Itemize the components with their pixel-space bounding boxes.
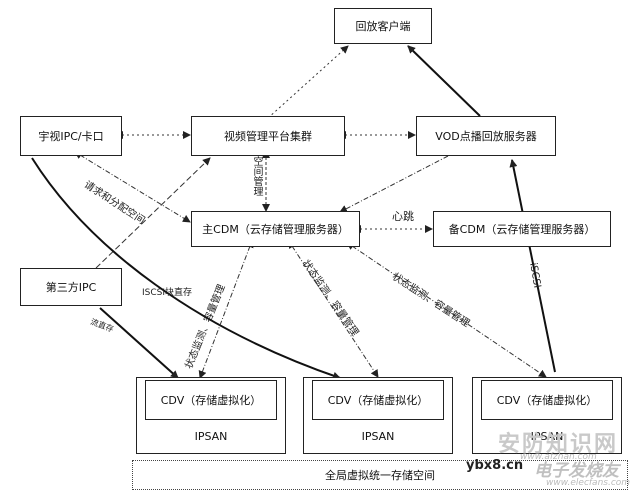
watermark-ybx: ybx8.cn: [466, 458, 524, 473]
cdv-label-3: CDV（存储虚拟化）: [496, 394, 598, 407]
watermark-site-cn: 安防知识网: [498, 432, 619, 457]
edge-third-cdv1: [99, 307, 179, 379]
ipsan-group-1: CDV（存储虚拟化） IPSAN: [136, 377, 286, 454]
watermark-elecfans-url: www.elecfans.com: [546, 478, 631, 488]
backup-cdm-label: 备CDM（云存储管理服务器）: [448, 223, 596, 236]
edge-cluster-client: [267, 45, 349, 119]
edge-cdm-cdv1: [198, 239, 254, 379]
cdv-label-1: CDV（存储虚拟化）: [160, 394, 262, 407]
cdv-box-1: CDV（存储虚拟化）: [145, 380, 277, 420]
watermark-elecfans: 电子发烧友: [534, 461, 619, 481]
global-storage-space: 全局虚拟统一存储空间: [132, 460, 628, 490]
edge-vod-cdm: [339, 155, 449, 213]
vod-server-node: VOD点播回放服务器: [416, 116, 556, 156]
edge-vod-client: [407, 45, 481, 117]
third-party-ipc-label: 第三方IPC: [45, 281, 97, 294]
playback-client-node: 回放客户端: [334, 8, 432, 44]
main-cdm-label: 主CDM（云存储管理服务器）: [202, 223, 349, 236]
edge-ipc-cdm: [74, 151, 191, 223]
global-storage-label: 全局虚拟统一存储空间: [325, 469, 435, 482]
vod-server-label: VOD点播回放服务器: [435, 130, 537, 143]
video-mgmt-cluster-node: 视频管理平台集群: [191, 116, 345, 156]
edge-cdm-cdv3: [346, 242, 547, 378]
ipc-card-label: 宇视IPC/卡口: [38, 130, 104, 143]
ipsan-label-1: IPSAN: [194, 430, 228, 443]
backup-cdm-node: 备CDM（云存储管理服务器）: [433, 211, 611, 247]
ipsan-label-2: IPSAN: [361, 430, 395, 443]
ipsan-label-3: IPSAN: [530, 430, 564, 443]
ipsan-group-3: CDV（存储虚拟化） IPSAN: [472, 377, 622, 454]
cdv-box-2: CDV（存储虚拟化）: [312, 380, 444, 420]
third-party-ipc-node: 第三方IPC: [20, 268, 122, 306]
edge-label-space-mgmt: 空间管理: [251, 156, 262, 196]
edge-ipc-cdv2: [31, 157, 341, 380]
watermark-site-url: www.afzhan.com: [520, 452, 597, 462]
ipsan-group-2: CDV（存储虚拟化） IPSAN: [303, 377, 453, 454]
edge-cdv3-vod: [509, 159, 556, 373]
playback-client-label: 回放客户端: [355, 20, 411, 33]
cdv-label-2: CDV（存储虚拟化）: [327, 394, 429, 407]
main-cdm-node: 主CDM（云存储管理服务器）: [191, 211, 360, 247]
edge-label-iscsi-direct: ISCSI块直存: [142, 288, 193, 298]
cdv-box-3: CDV（存储虚拟化）: [481, 380, 613, 420]
edge-label-heartbeat: 心跳: [392, 210, 414, 223]
video-mgmt-cluster-label: 视频管理平台集群: [224, 130, 312, 143]
ipc-card-node: 宇视IPC/卡口: [20, 116, 122, 156]
